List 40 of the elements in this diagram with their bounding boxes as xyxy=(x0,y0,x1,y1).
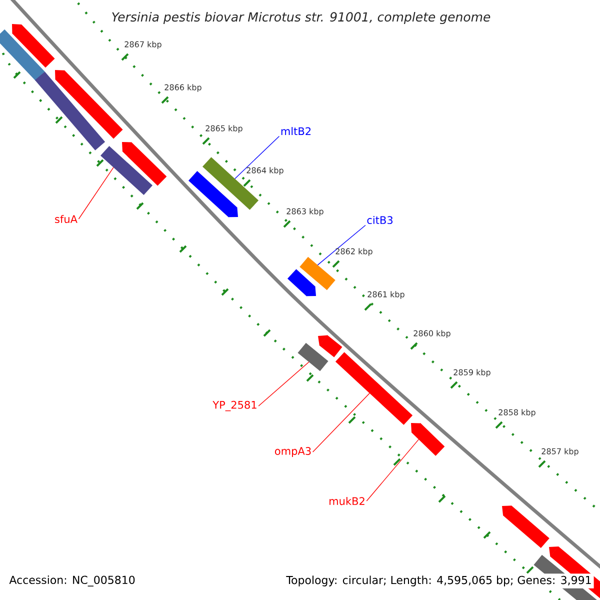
gene-feature xyxy=(122,142,167,186)
leader-line xyxy=(234,136,280,180)
position-label: 2857 kbp xyxy=(542,448,578,456)
leader-line xyxy=(78,167,114,220)
position-label: 2861 kbp xyxy=(368,291,404,299)
gene-feature xyxy=(318,335,342,358)
gene-feature xyxy=(298,342,328,372)
position-label: 2866 kbp xyxy=(164,84,202,92)
gene-feature xyxy=(300,256,336,290)
gene-feature xyxy=(335,352,413,425)
gene-feature xyxy=(502,506,550,548)
gene-feature xyxy=(12,24,55,68)
gene-label: ompA3 xyxy=(275,447,311,457)
genome-summary: Topology: circular; Length: 4,595,065 bp; Genes: 3,991 xyxy=(284,574,594,588)
position-label: 2858 kbp xyxy=(498,409,536,417)
gene-label: sfuA xyxy=(55,214,78,224)
gene-label: mltB2 xyxy=(281,127,311,135)
gene-feature xyxy=(55,70,123,139)
leader-line xyxy=(312,392,370,452)
gene-feature xyxy=(100,146,153,195)
position-label: 2865 kbp xyxy=(206,125,242,133)
leader-line xyxy=(366,439,420,502)
position-label: 2863 kbp xyxy=(286,208,324,216)
position-label: 2867 kbp xyxy=(124,41,162,49)
gene-feature xyxy=(287,269,316,296)
accession-text: Accession: NC_005810 xyxy=(9,576,135,586)
position-label: 2862 kbp xyxy=(336,248,372,256)
position-label: 2860 kbp xyxy=(414,330,450,338)
title: Yersinia pestis biovar Microtus str. 91001, complete genome xyxy=(112,12,490,24)
position-label: 2859 kbp xyxy=(454,369,490,377)
leader-line xyxy=(258,362,310,406)
leader-line xyxy=(317,224,366,266)
gene-feature xyxy=(188,171,238,218)
gene-feature xyxy=(411,423,445,456)
gene-feature xyxy=(0,29,45,81)
gene-feature xyxy=(34,72,106,150)
gene-label: YP_2581 xyxy=(212,400,256,412)
gene-label: mukB2 xyxy=(330,496,364,506)
gene-label: citB3 xyxy=(367,216,392,224)
position-label: 2864 kbp xyxy=(246,167,284,175)
